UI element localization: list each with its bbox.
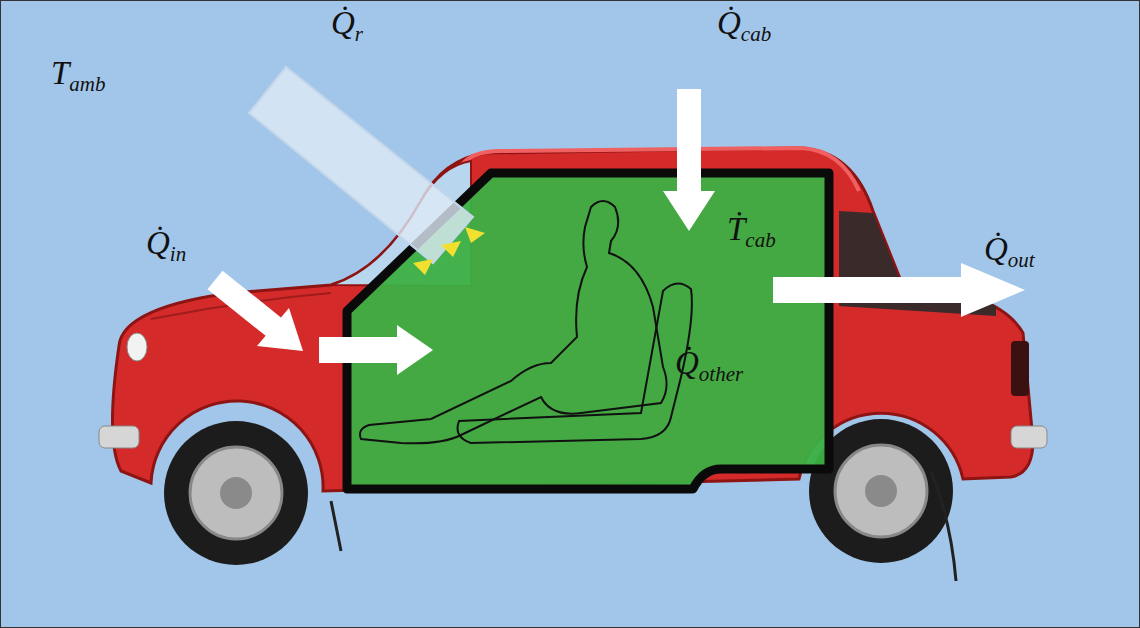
heat-symbol: Q̇in: [146, 223, 186, 274]
heat-symbol: Q̇cab: [717, 3, 771, 54]
heat-symbol: Q̇out: [984, 229, 1035, 280]
heat-symbol: Tamb: [51, 53, 106, 104]
temperature-symbol: Q̇other: [675, 343, 743, 394]
temperature-symbol: Ṫcab: [727, 209, 776, 260]
heat-symbol: Q̇r: [331, 3, 363, 54]
